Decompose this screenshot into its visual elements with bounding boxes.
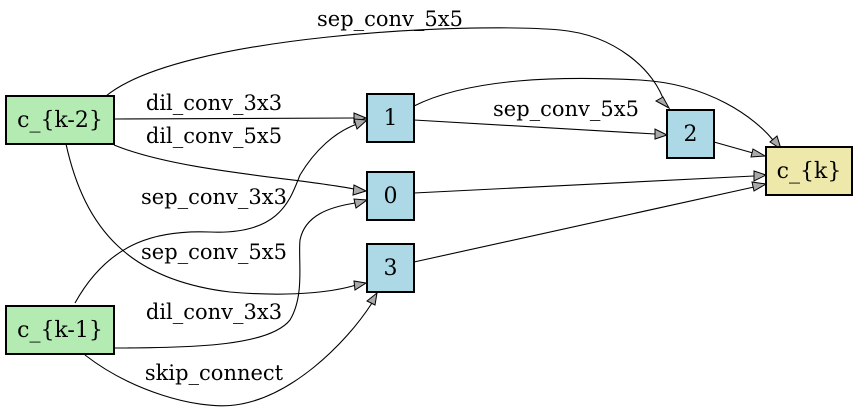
edge-label-ck2-node3: sep_conv_5x5 [141,240,287,264]
edge-ck1-to-node3 [84,291,378,407]
arrowhead [353,280,368,291]
arrowhead [654,128,669,140]
arrowhead [352,184,368,196]
edge-node2-to-ck [713,141,767,158]
arrowhead [751,181,768,192]
edge-node1-to-node2 [413,119,669,140]
node-1-label: 1 [384,106,398,131]
node-c-k-2: c_{k-2} [5,95,115,145]
node-2: 2 [666,109,715,159]
edge-node0-to-ck [413,170,768,194]
node-c-k-1-label: c_{k-1} [17,318,103,343]
edge-label-ck2-node0: dil_conv_5x5 [146,124,282,148]
node-0-label: 0 [384,184,398,209]
node-c-k-2-label: c_{k-2} [17,108,103,133]
edge-label-ck1-node1: sep_conv_3x3 [141,185,287,209]
node-0: 0 [366,171,415,221]
node-c-k-label: c_{k} [777,159,842,184]
edge-ck2-to-node3 [65,143,368,295]
node-2-label: 2 [684,122,698,147]
node-c-k-1: c_{k-1} [5,305,115,355]
edge-label-node1-node2: sep_conv_5x5 [493,97,639,121]
arrowhead [353,118,369,130]
node-c-k: c_{k} [765,146,853,196]
edge-node1-to-ck [413,77,782,151]
node-1: 1 [366,93,415,143]
edge-label-ck2-node2: sep_conv_5x5 [317,7,463,31]
arrowhead [769,135,782,151]
arrowhead [750,148,767,158]
node-3: 3 [366,243,415,293]
edge-ck2-to-node0 [113,144,368,196]
edge-label-ck1-node0: dil_conv_3x3 [146,300,282,324]
edge-label-ck2-node1: dil_conv_3x3 [146,91,282,115]
edge-label-ck1-node3: skip_connect [145,361,284,385]
arrowhead [353,198,369,209]
node-3-label: 3 [384,256,398,281]
arrowhead [753,170,768,182]
edge-ck2-to-node2 [105,27,671,110]
arrowhead [366,291,378,306]
edge-ck1-to-node1 [74,118,369,304]
edge-node3-to-ck [413,181,768,263]
arrowhead [654,96,671,110]
edge-ck1-to-node0 [113,198,369,349]
